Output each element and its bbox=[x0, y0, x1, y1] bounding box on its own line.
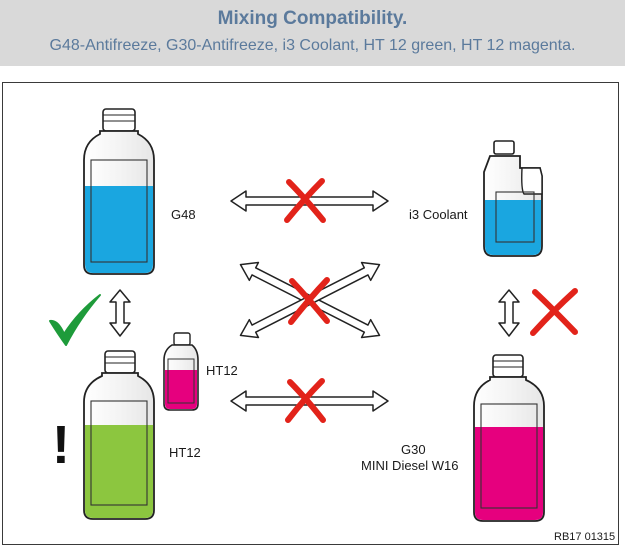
g48-label: G48 bbox=[171, 207, 196, 222]
page-title: Mixing Compatibility. bbox=[217, 8, 408, 29]
g48-bottle bbox=[83, 108, 155, 275]
cross-icon bbox=[285, 378, 326, 423]
cross-icon bbox=[530, 288, 578, 336]
ht12-small-label: HT12 bbox=[206, 363, 238, 378]
vertical-double-arrow-icon bbox=[109, 289, 131, 337]
g30-label-line1: G30 bbox=[401, 442, 426, 457]
cross-icon bbox=[284, 178, 326, 223]
checkmark-icon bbox=[49, 294, 101, 346]
i3-coolant-bottle bbox=[483, 140, 543, 257]
header-banner: Mixing Compatibility. G48-Antifreeze, G3… bbox=[0, 0, 625, 66]
ht12-large-bottle bbox=[83, 350, 155, 520]
ht12-large-label: HT12 bbox=[169, 445, 201, 460]
g30-label-line2: MINI Diesel W16 bbox=[361, 458, 459, 473]
cross-icon bbox=[288, 277, 330, 325]
diagram-frame bbox=[2, 82, 619, 545]
ht12-small-bottle bbox=[163, 332, 199, 411]
page-subtitle: G48-Antifreeze, G30-Antifreeze, i3 Coola… bbox=[49, 37, 576, 54]
i3-coolant-label: i3 Coolant bbox=[409, 207, 468, 222]
g30-bottle bbox=[473, 354, 545, 522]
vertical-double-arrow-icon bbox=[498, 289, 520, 337]
exclamation-icon: ! bbox=[52, 415, 70, 475]
reference-code: RB17 01315 bbox=[554, 531, 615, 543]
